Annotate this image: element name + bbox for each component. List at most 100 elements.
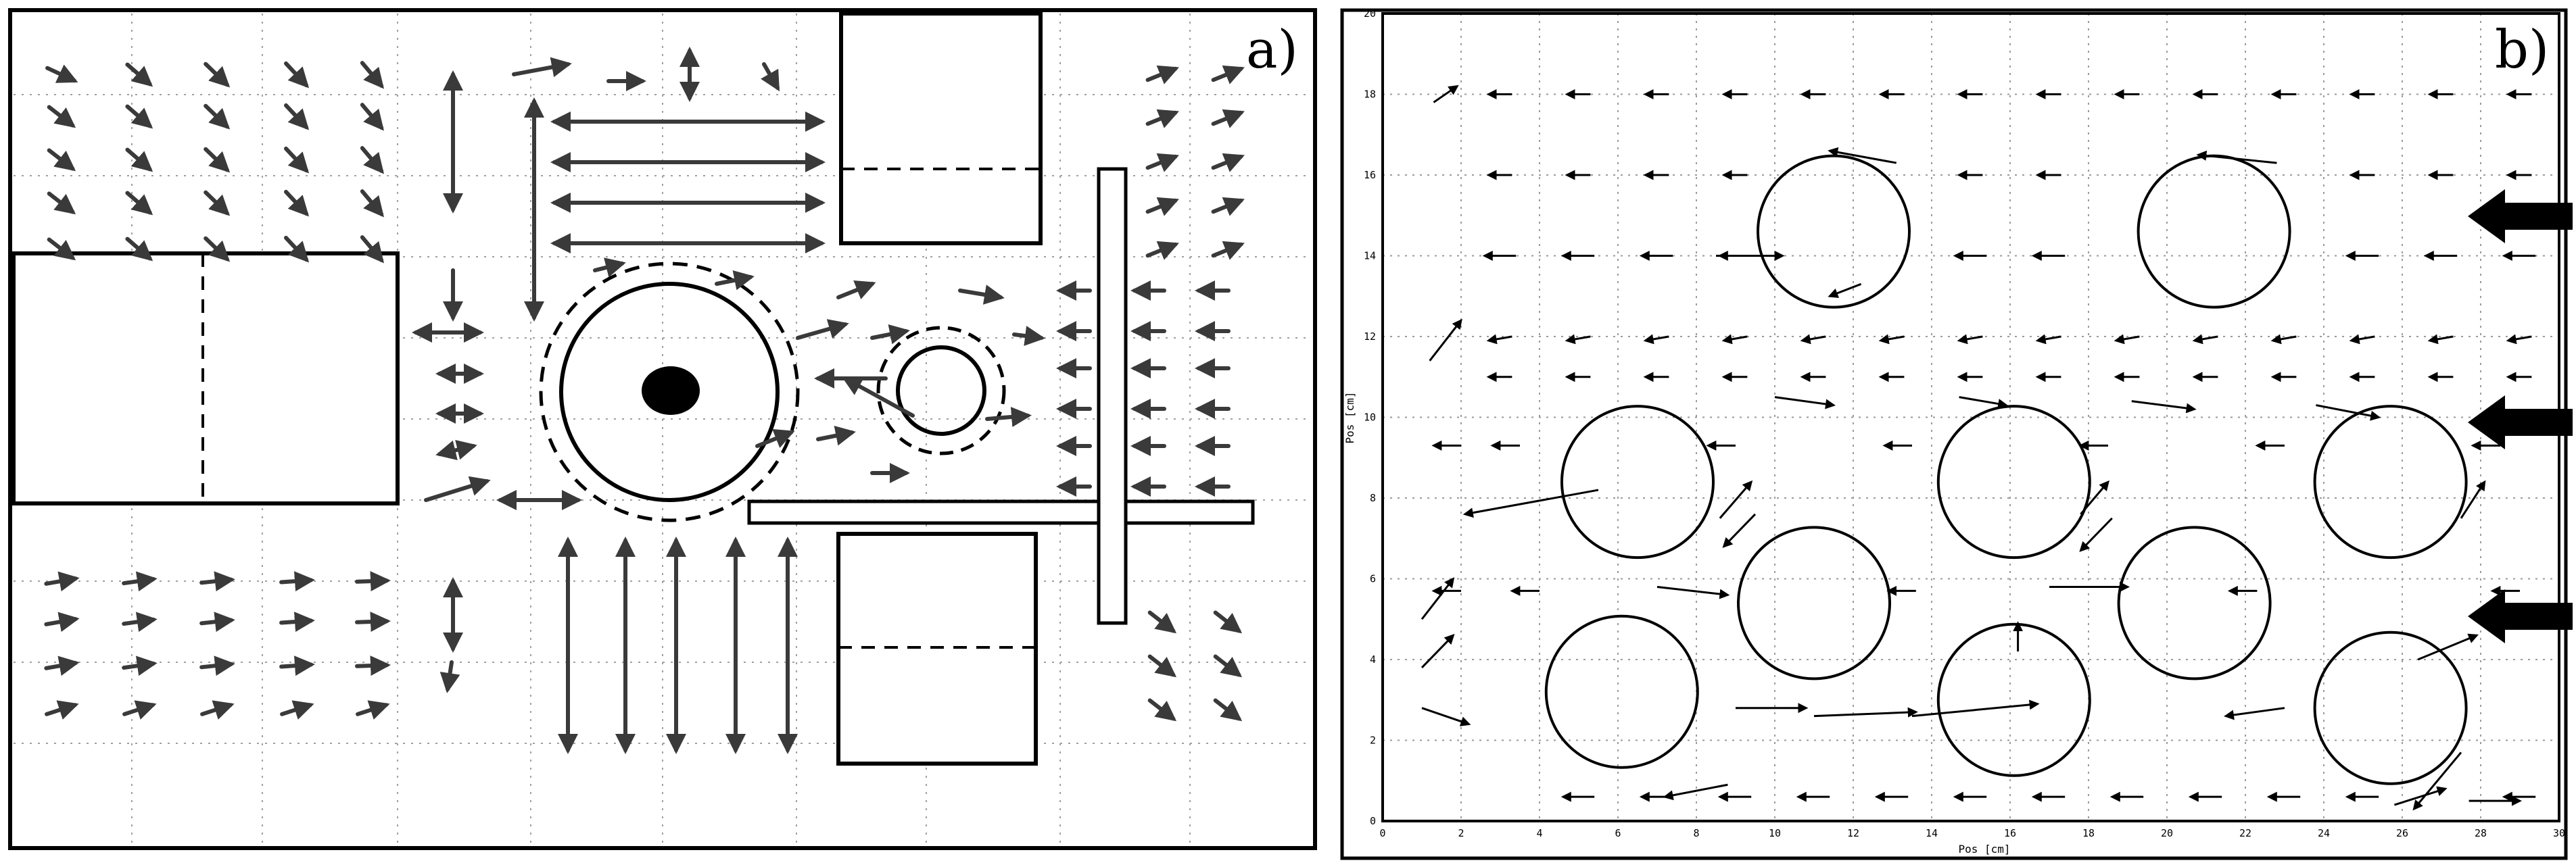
large-circle-dashed-ring — [539, 262, 800, 522]
flow-arrow — [816, 425, 856, 446]
velocity-arrow — [2079, 517, 2113, 552]
y-tick-label: 20 — [1364, 7, 1376, 20]
flow-arrow — [125, 191, 153, 216]
flow-arrow — [360, 189, 384, 218]
flow-arrow — [755, 428, 795, 448]
inflow-arrow — [2468, 395, 2573, 449]
flow-arrow — [355, 571, 391, 592]
flow-arrow — [47, 148, 76, 172]
velocity-arrow — [2393, 786, 2448, 806]
velocity-arrow — [2131, 400, 2197, 414]
flow-arrow — [279, 612, 315, 633]
cylinder — [1560, 405, 1715, 560]
flow-arrow — [125, 104, 153, 129]
velocity-arrow — [1800, 334, 1826, 345]
flow-arrow — [45, 700, 79, 720]
flow-arrow — [360, 235, 384, 264]
velocity-arrow — [2224, 707, 2285, 720]
velocity-arrow — [2270, 334, 2297, 345]
velocity-arrow — [1421, 633, 1455, 668]
flow-arrow — [199, 612, 235, 633]
flow-arrow — [122, 700, 157, 720]
flow-arrow — [44, 612, 80, 633]
flow-arrow — [1211, 197, 1245, 216]
x-tick-label: 18 — [2082, 827, 2095, 839]
x-axis-label: Pos [cm] — [1958, 843, 2010, 856]
x-tick-label: 8 — [1693, 827, 1699, 839]
small-circle — [896, 345, 986, 436]
x-tick-label: 12 — [1847, 827, 1859, 839]
flow-arrow — [1147, 698, 1177, 722]
flow-arrow — [283, 103, 310, 130]
velocity-arrow — [2412, 751, 2462, 811]
x-tick-label: 22 — [2239, 827, 2251, 839]
velocity-arrow — [1878, 334, 1905, 345]
flow-arrow — [439, 660, 460, 693]
velocity-arrow — [2427, 334, 2454, 345]
velocity-arrow — [1486, 334, 1512, 345]
flow-arrow — [1213, 698, 1243, 722]
velocity-arrow — [1663, 783, 1728, 801]
flow-arrow — [1211, 65, 1245, 84]
flow-arrow — [44, 571, 80, 592]
flow-arrow — [1145, 197, 1179, 216]
flow-arrow — [360, 146, 384, 174]
center-dot — [642, 366, 700, 415]
flow-arrow — [283, 61, 310, 89]
top-block — [839, 11, 1043, 245]
velocity-arrow — [2349, 334, 2375, 345]
flow-arrow — [356, 700, 390, 720]
flow-arrow — [1147, 654, 1177, 678]
y-tick-label: 12 — [1364, 330, 1376, 343]
velocity-arrow — [2035, 334, 2061, 345]
flow-arrow — [283, 235, 310, 263]
panel-b-arrows — [1421, 84, 2536, 811]
cylinder — [2313, 405, 2468, 560]
x-tick-label: 26 — [2396, 827, 2408, 839]
cylinder — [1544, 614, 1699, 769]
velocity-arrow — [2192, 334, 2218, 345]
flow-arrow — [593, 257, 626, 278]
velocity-arrow — [1719, 480, 1753, 519]
y-axis-label: Pos [cm] — [1343, 391, 1356, 443]
x-tick-label: 0 — [1379, 827, 1385, 839]
y-tick-label: 18 — [1364, 89, 1376, 101]
y-tick-label: 4 — [1370, 653, 1376, 666]
y-tick-label: 0 — [1370, 815, 1376, 827]
flow-arrow — [1012, 326, 1045, 346]
small-circle-dashed-ring — [876, 326, 1006, 455]
velocity-arrow — [1565, 334, 1591, 345]
flow-arrow — [870, 324, 910, 345]
y-tick-label: 2 — [1370, 735, 1376, 747]
x-tick-label: 28 — [2475, 827, 2487, 839]
velocity-arrow — [1421, 707, 1471, 726]
velocity-arrow — [1911, 699, 2040, 718]
x-tick-label: 2 — [1458, 827, 1464, 839]
velocity-arrow — [1433, 84, 1459, 103]
flow-arrow — [47, 237, 76, 261]
y-tick-label: 16 — [1364, 169, 1376, 181]
x-tick-label: 16 — [2004, 827, 2016, 839]
flow-arrow — [1211, 153, 1245, 172]
panel-a-label: a) — [1246, 20, 1298, 80]
velocity-arrow — [2417, 633, 2479, 661]
x-tick-label: 4 — [1536, 827, 1542, 839]
flow-arrow — [360, 103, 384, 131]
velocity-arrow — [1828, 282, 1862, 298]
flow-arrow — [283, 189, 310, 217]
y-tick-label: 6 — [1370, 573, 1376, 585]
velocity-arrow — [2506, 334, 2532, 345]
flow-arrow — [424, 476, 491, 502]
cylinder — [2313, 630, 2468, 785]
velocity-arrow — [2114, 334, 2140, 345]
flow-arrow — [125, 62, 153, 87]
velocity-arrow — [1813, 707, 1918, 718]
flow-arrow — [1211, 241, 1245, 260]
flow-arrow — [199, 655, 235, 676]
flow-arrow — [44, 655, 80, 676]
velocity-arrow — [2080, 480, 2109, 515]
flow-arrow — [279, 655, 315, 676]
flow-arrow — [958, 284, 1005, 305]
